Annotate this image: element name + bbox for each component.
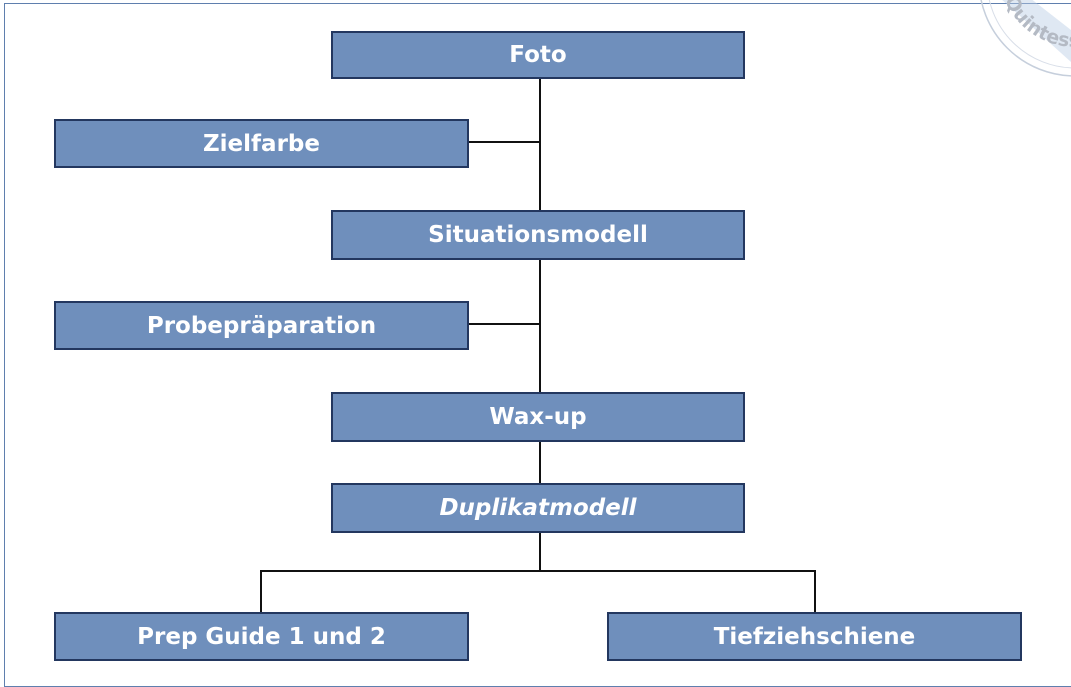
connector-waxup-duplikat: [539, 440, 541, 485]
connector-to-tiefziehschiene: [814, 570, 816, 612]
node-waxup: Wax-up: [331, 392, 745, 442]
connector-to-prep-guide: [260, 570, 262, 612]
node-tiefziehschiene: Tiefziehschiene: [607, 612, 1022, 661]
connector-zielfarbe: [468, 141, 541, 143]
connector-split-horizontal: [260, 570, 816, 572]
connector-trunk-middle: [539, 258, 541, 392]
node-prep-guide: Prep Guide 1 und 2: [54, 612, 469, 661]
node-foto: Foto: [331, 31, 745, 79]
connector-trunk-top: [539, 77, 541, 210]
node-situationsmodell: Situationsmodell: [331, 210, 745, 260]
node-duplikatmodell: Duplikatmodell: [331, 483, 745, 533]
node-zielfarbe: Zielfarbe: [54, 119, 469, 168]
node-probepraeparation: Probepräparation: [54, 301, 469, 350]
connector-probepraeparation: [468, 323, 541, 325]
connector-duplikat-down: [539, 531, 541, 572]
